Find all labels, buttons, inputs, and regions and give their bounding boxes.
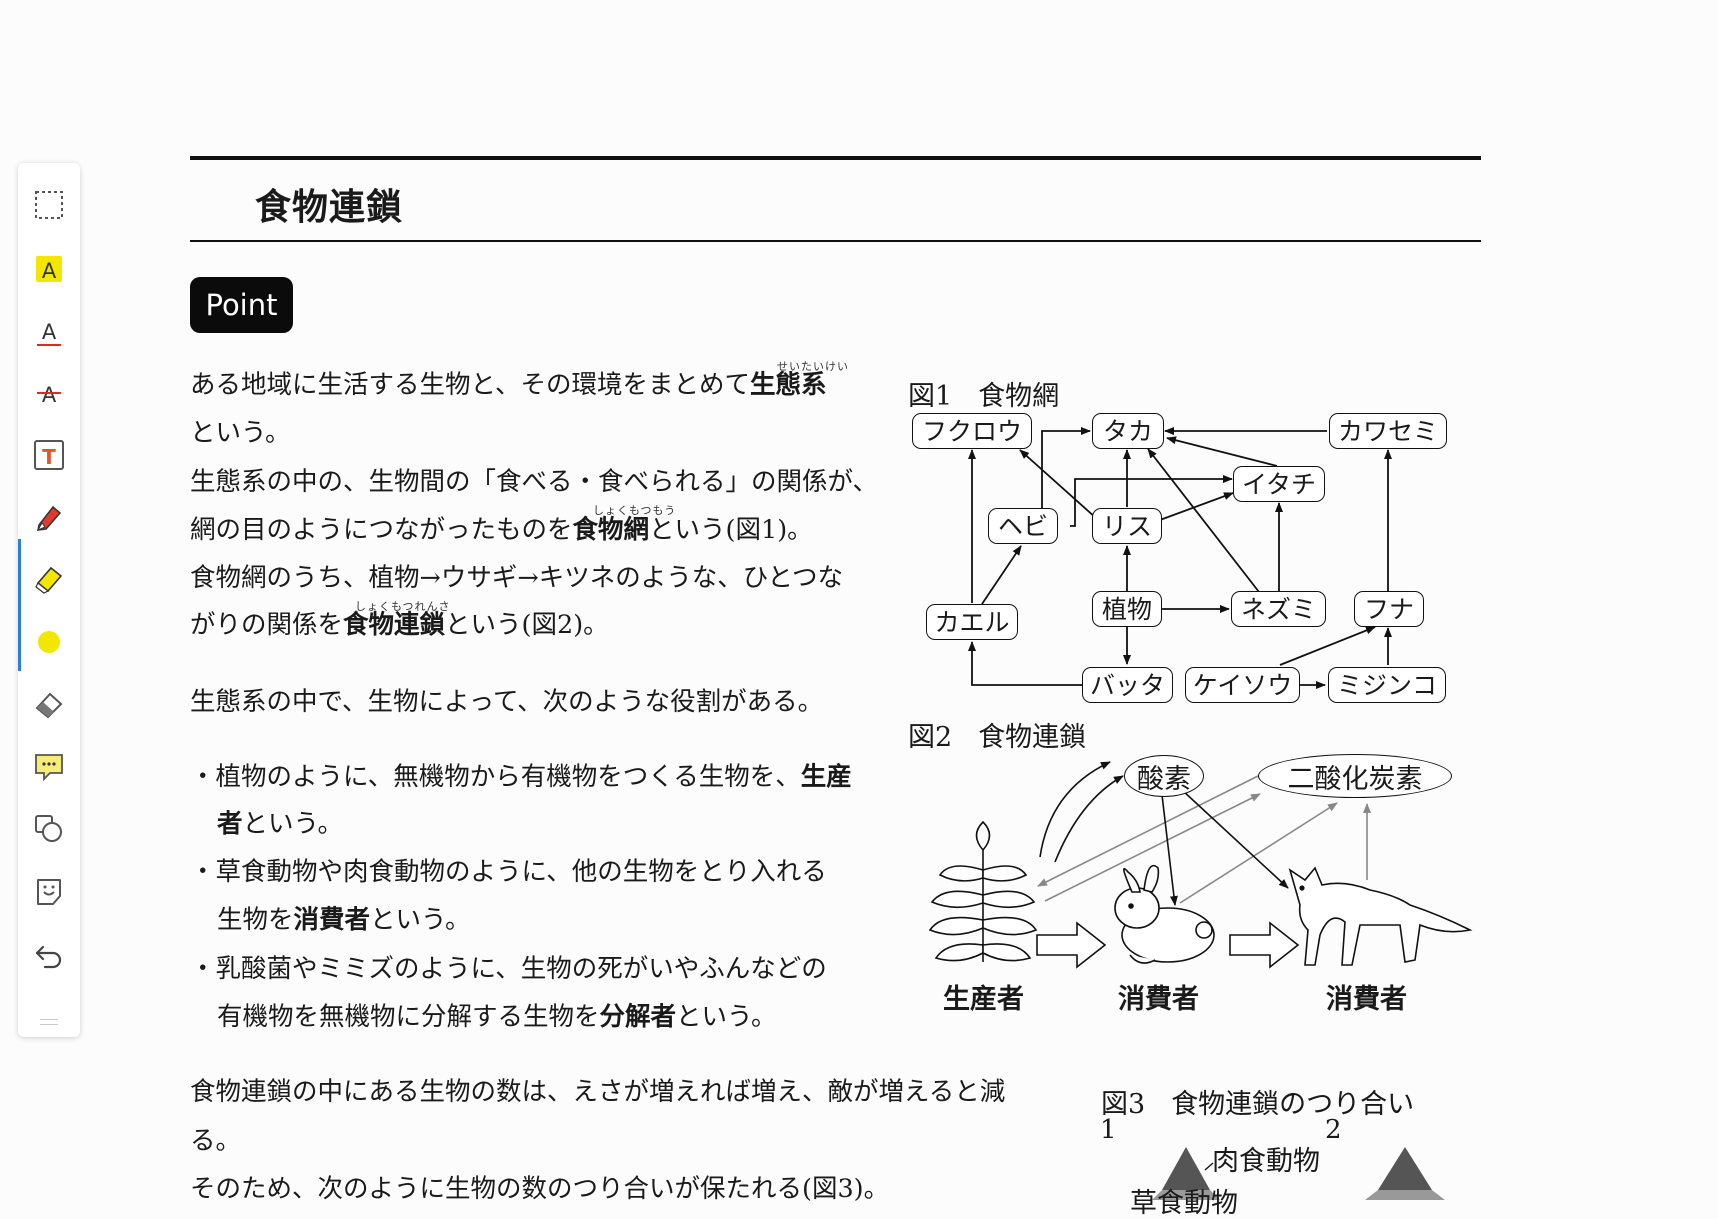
pyramid-2 [1365,1147,1445,1200]
fig3-carnivore-label: 肉食動物 [1212,1146,1320,1177]
fig1-node-batta: バッタ [1082,667,1173,703]
highlight-text-tool-button[interactable]: A [18,243,80,295]
point-badge: Point [190,277,293,333]
svg-text:A: A [42,320,57,344]
selection-tool-button[interactable] [18,179,80,231]
paragraph-line: という。 [190,418,291,448]
paragraph-line: る。 [190,1126,242,1156]
comment-tool-button[interactable] [18,741,80,793]
svg-text:A: A [42,383,57,407]
fig1-node-fukurou: フクロウ [912,413,1032,449]
bullet-line: ・乳酸菌やミミズのように、生物の死がいやふんなどの [190,954,827,984]
fig2-oxygen: 酸素 [1124,755,1204,797]
underline-text-tool-button[interactable]: A [18,306,80,358]
fig1-node-kaeru: カエル [926,604,1018,640]
shapes-tool-button[interactable] [18,803,80,855]
rabbit-illustration [1114,864,1215,964]
pen-icon [33,501,65,533]
fig3-number-1: 1 [1100,1115,1117,1145]
underline-text-icon: A [34,317,64,347]
ruby-shokumotsurensa: しょくもつれんさ [355,600,451,613]
bullet-line: ・草食動物や肉食動物のように、他の生物をとり入れる [190,857,827,887]
sticker-icon [33,876,65,908]
shapes-icon [33,813,65,845]
paragraph-line: 食物網のうち、植物→ウサギ→キツネのような、ひとつな [190,563,843,593]
svg-text:A: A [42,259,57,283]
eraser-tool-button[interactable] [18,679,80,731]
plant-illustration [928,820,1038,962]
annotation-toolbar: A A A T [18,163,80,1037]
svg-text:T: T [42,445,56,469]
highlighter-icon [33,563,65,595]
paragraph-line: 食物連鎖の中にある生物の数は、えさが増えれば増え、敵が増えると減 [190,1077,1006,1107]
title-bottom-rule [190,240,1481,242]
fox-illustration [1288,866,1473,966]
pen-tool-button[interactable] [18,491,80,543]
title-top-rule [190,156,1481,160]
fig3-number-2: 2 [1325,1115,1342,1145]
fig1-node-hebi: ヘビ [988,508,1058,544]
bullet-line: 有機物を無機物に分解する生物を分解者という。 [217,1002,777,1032]
fig1-node-funa: フナ [1354,591,1424,627]
color-dot-icon [36,629,62,655]
sticker-tool-button[interactable] [18,866,80,918]
undo-icon [33,939,65,971]
fig2-producer-label: 生産者 [943,984,1024,1015]
eraser-icon [33,689,65,721]
fig2-consumer2-label: 消費者 [1326,984,1407,1015]
paragraph-line: 生態系の中で、生物によって、次のような役割がある。 [190,687,824,717]
paragraph-line: 生態系の中の、生物間の「食べる・食べられる」の関係が、 [190,467,878,497]
fig3-herbivore-label: 草食動物 [1130,1188,1238,1219]
bullet-line: ・植物のように、無機物から有機物をつくる生物を、生産 [190,762,852,792]
fig1-node-risu: リス [1092,508,1162,544]
fig1-node-kawasemi: カワセミ [1329,413,1447,449]
fig2-co2: 二酸化炭素 [1258,754,1452,798]
text-box-icon: T [32,438,66,472]
strikethrough-text-tool-button[interactable]: A [18,367,80,419]
text-box-tool-button[interactable]: T [18,429,80,481]
paragraph-line: 網の目のようにつながったものを食物網という(図1)。 [190,515,813,545]
undo-button[interactable] [18,929,80,981]
fig1-node-keisou: ケイソウ [1185,667,1300,703]
bullet-line: 生物を消費者という。 [217,905,471,935]
fig2-consumer1-label: 消費者 [1118,984,1199,1015]
selection-icon [34,190,64,220]
fig1-node-taka: タカ [1092,413,1164,449]
comment-icon [33,751,65,783]
paragraph-line: ある地域に生活する生物と、その環境をまとめて生態系 [190,370,827,400]
highlighter-tool-button[interactable] [18,539,80,671]
fig1-node-itachi: イタチ [1233,466,1325,502]
pyramid-1 [1152,1147,1220,1200]
color-picker-button[interactable] [18,616,80,668]
fig1-node-shokubutsu: 植物 [1092,591,1162,627]
strikethrough-text-icon: A [34,378,64,408]
paragraph-line: そのため、次のように生物の数のつり合いが保たれる(図3)。 [190,1174,890,1204]
highlight-text-icon: A [34,254,64,284]
ruby-seitaikei: せいたいけい [777,360,849,373]
paragraph-line: がりの関係を食物連鎖という(図2)。 [190,610,609,640]
ruby-shokumotsumou: しょくもつもう [593,504,677,517]
page-title: 食物連鎖 [255,187,404,228]
fig1-node-mijinko: ミジンコ [1328,667,1446,703]
toolbar-drag-handle[interactable] [40,1019,58,1025]
bullet-line: 者という。 [217,809,343,839]
fig1-node-nezumi: ネズミ [1231,591,1326,627]
